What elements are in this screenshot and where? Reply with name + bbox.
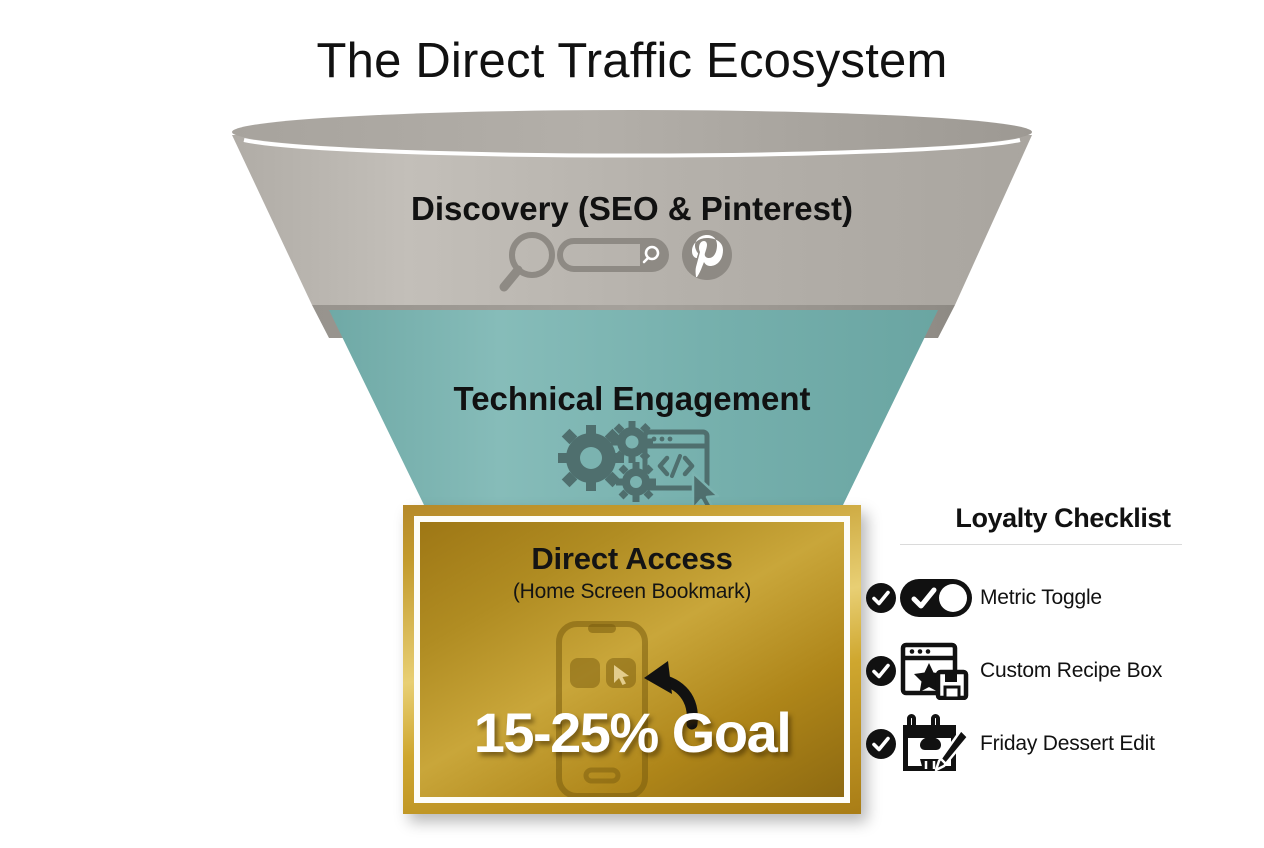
pinterest-icon (682, 230, 732, 280)
browser-star-save-icon[interactable] (900, 642, 980, 700)
code-browser-cursor-icon (642, 429, 720, 513)
phone-home-screen-icon (556, 621, 698, 797)
checklist-title: Loyalty Checklist (955, 503, 1171, 533)
card-white-border: Direct Access (Home Screen Bookmark) 15-… (414, 516, 850, 803)
funnel-diagram: Discovery (SEO & Pinterest) Technical En… (232, 110, 1032, 513)
funnel-stage-technical[interactable]: Technical Engagement (329, 310, 938, 513)
funnel-stage-discovery[interactable]: Discovery (SEO & Pinterest) (232, 110, 1032, 338)
check-circle-icon[interactable] (866, 728, 900, 759)
search-bar-icon (557, 238, 669, 272)
checklist-item-label: Friday Dessert Edit (980, 731, 1155, 755)
funnel-stage-technical-label: Technical Engagement (454, 380, 811, 417)
goal-metric: 15-25% Goal (473, 701, 792, 764)
direct-access-card[interactable]: Direct Access (Home Screen Bookmark) 15-… (403, 505, 861, 814)
card-body: Direct Access (Home Screen Bookmark) 15-… (420, 522, 844, 797)
card-title: Direct Access (531, 541, 733, 576)
checklist-item-recipe-box[interactable]: Custom Recipe Box (866, 634, 1226, 707)
checklist-item-label: Custom Recipe Box (980, 658, 1163, 682)
checklist-item-metric-toggle[interactable]: Metric Toggle (866, 561, 1226, 634)
card-subtitle: (Home Screen Bookmark) (512, 580, 752, 603)
funnel-stage-discovery-label: Discovery (SEO & Pinterest) (411, 190, 853, 227)
page-title: The Direct Traffic Ecosystem (316, 34, 948, 88)
checklist-item-dessert-edit[interactable]: Friday Dessert Edit (866, 707, 1226, 780)
loyalty-checklist: Loyalty Checklist Metric Toggle (866, 503, 1226, 780)
checklist-divider (900, 544, 1182, 545)
checklist-item-label: Metric Toggle (980, 585, 1102, 609)
check-circle-icon[interactable] (866, 655, 900, 686)
curved-arrow-icon (644, 661, 698, 730)
toggle-switch-icon[interactable] (900, 578, 980, 617)
calendar-cupcake-pencil-icon[interactable] (900, 713, 980, 775)
check-circle-icon[interactable] (866, 582, 900, 613)
magnifier-icon (499, 232, 555, 292)
